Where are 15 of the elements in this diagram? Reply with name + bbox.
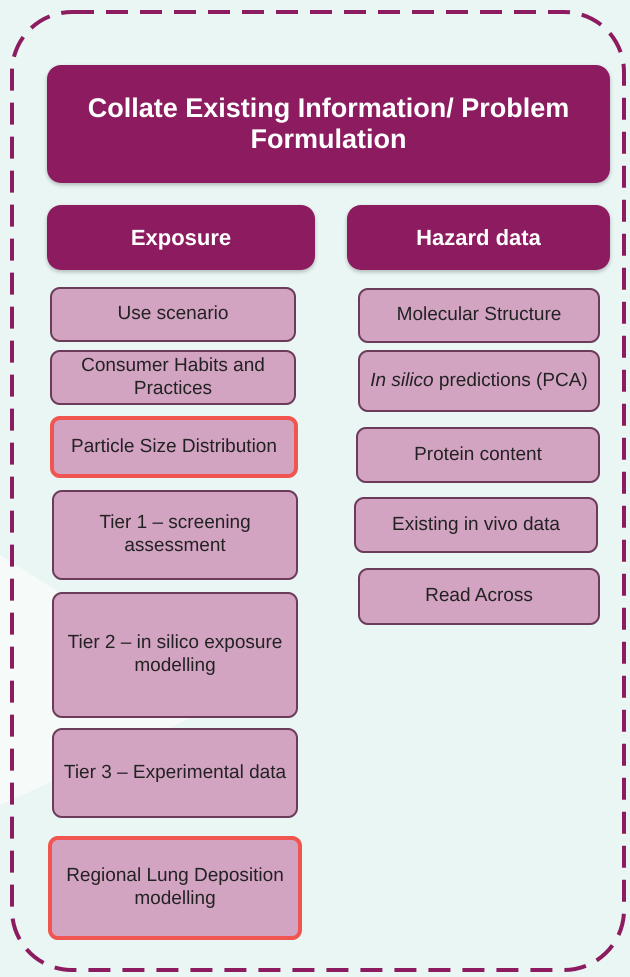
header-box: Hazard data xyxy=(347,205,610,270)
item-box: Use scenario xyxy=(50,287,296,342)
item-box: In silico predictions (PCA) xyxy=(358,350,600,412)
item-box: Protein content xyxy=(356,427,600,483)
item-box: Consumer Habits and Practices xyxy=(50,350,296,405)
item-box: Molecular Structure xyxy=(358,288,600,343)
item-box: Existing in vivo data xyxy=(354,497,598,553)
item-box: Tier 3 – Experimental data xyxy=(52,728,298,818)
item-box: Tier 1 – screening assessment xyxy=(52,490,298,580)
item-box: Read Across xyxy=(358,568,600,625)
header-box: Exposure xyxy=(47,205,315,270)
item-box: Tier 2 – in silico exposure modelling xyxy=(52,592,298,718)
header-box: Collate Existing Information/ Problem Formulation xyxy=(47,65,610,183)
item-box: Particle Size Distribution xyxy=(50,416,298,478)
item-box: Regional Lung Deposition modelling xyxy=(48,836,302,940)
